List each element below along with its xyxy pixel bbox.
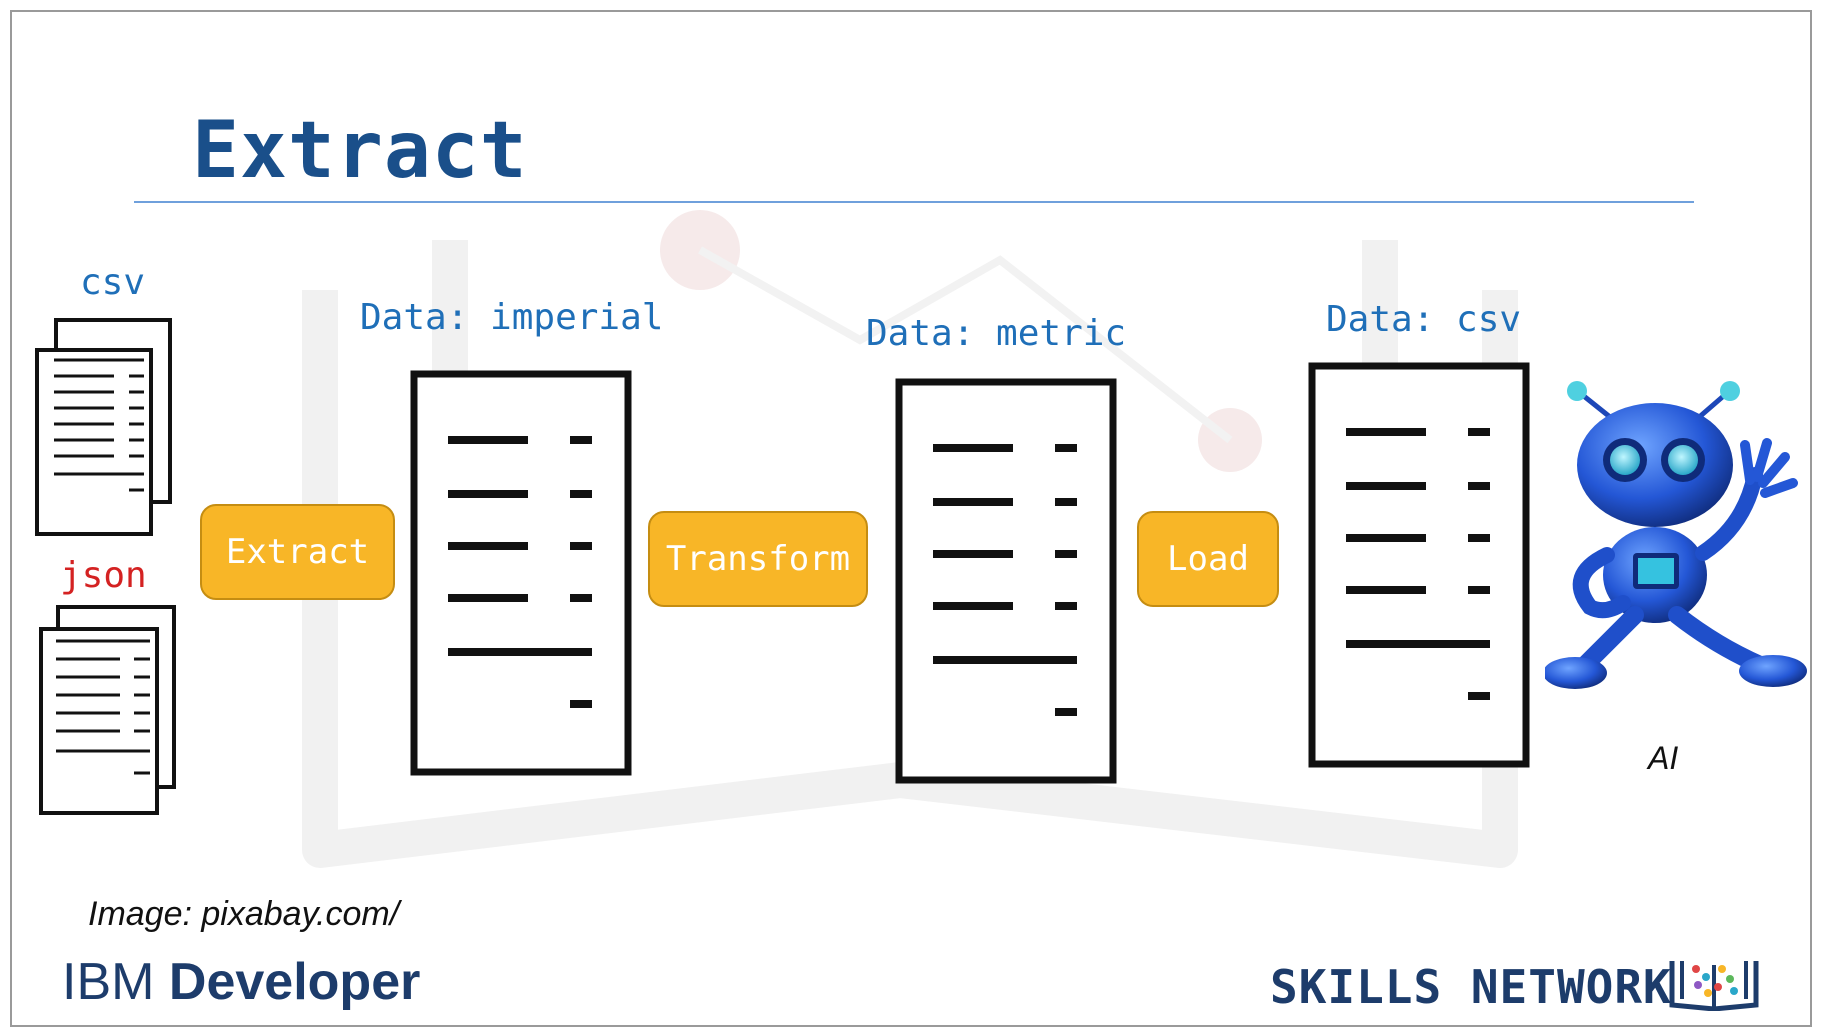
ibm-logo-suffix: Developer [168, 953, 421, 1011]
csv-file-icon [35, 318, 172, 536]
imperial-data-label: Data: imperial [360, 297, 664, 338]
csv-output-document [1308, 362, 1530, 768]
open-book-icon [1669, 961, 1759, 1011]
ibm-developer-logo: IBM Developer [62, 952, 420, 1012]
csv-data-label: Data: csv [1326, 299, 1522, 340]
slide-title: Extract [192, 106, 528, 196]
metric-document [895, 378, 1117, 784]
title-underline [134, 201, 1694, 203]
image-credit: Image: pixabay.com/ [88, 895, 400, 933]
transform-button[interactable]: Transform [648, 511, 868, 607]
csv-source-label: csv [80, 262, 146, 303]
json-source-label: json [60, 555, 147, 596]
imperial-document [410, 370, 632, 776]
json-file-icon [39, 605, 176, 815]
robot-illustration [1545, 381, 1807, 689]
load-button[interactable]: Load [1137, 511, 1279, 607]
ai-label: AI [1648, 740, 1679, 776]
extract-button[interactable]: Extract [200, 504, 395, 600]
skills-network-logo-text: SKILLS NETWORK [1270, 960, 1672, 1014]
ibm-logo-prefix: IBM [62, 953, 155, 1011]
metric-data-label: Data: metric [866, 313, 1127, 354]
